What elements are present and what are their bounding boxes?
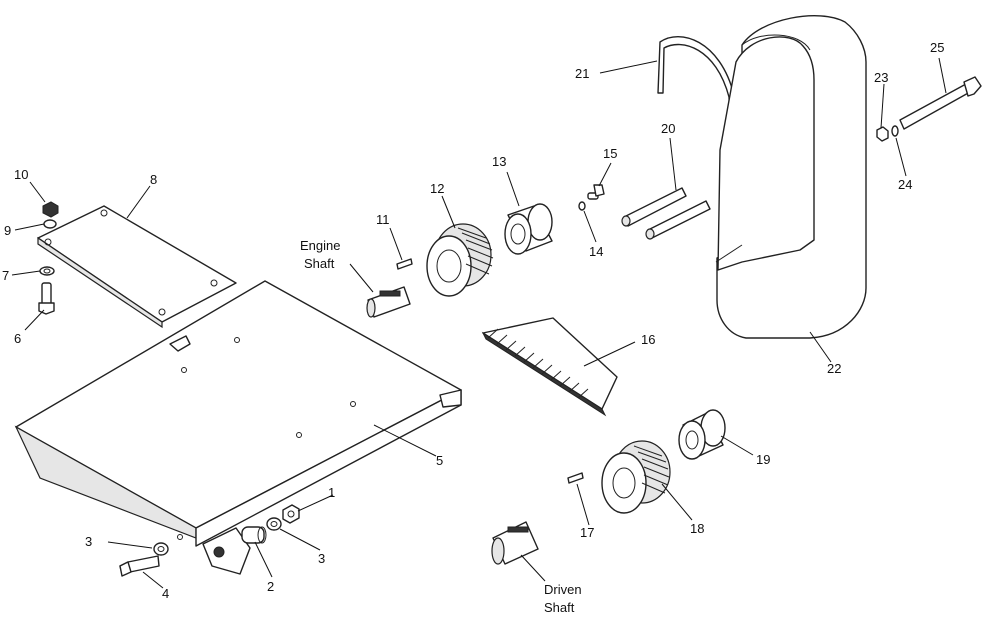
engine-shaft-label-line1: Engine bbox=[300, 238, 340, 253]
callout-22: 22 bbox=[827, 361, 841, 376]
callout-12: 12 bbox=[430, 181, 444, 196]
part-3-washer-left bbox=[153, 542, 169, 556]
part-20-bars bbox=[621, 187, 711, 240]
engine-shaft bbox=[366, 286, 411, 318]
part-7-washer bbox=[39, 266, 55, 276]
callout-7: 7 bbox=[2, 268, 9, 283]
driven-shaft-label-line1: Driven bbox=[544, 582, 582, 597]
callout-8: 8 bbox=[150, 172, 157, 187]
part-10-nut bbox=[42, 201, 59, 218]
part-24-washer bbox=[891, 125, 899, 137]
callout-24: 24 bbox=[898, 177, 912, 192]
callout-4: 4 bbox=[162, 586, 169, 601]
part-11-key bbox=[396, 258, 413, 270]
callout-25: 25 bbox=[930, 40, 944, 55]
callout-11: 11 bbox=[376, 212, 390, 227]
part-18-lower-pulley bbox=[601, 440, 671, 514]
part-5-base-bracket bbox=[14, 280, 462, 547]
part-2-bearing-bracket bbox=[202, 526, 267, 575]
callout-numbers: 1 2 3 3 4 5 6 7 8 9 10 11 12 13 14 15 16… bbox=[2, 40, 944, 601]
callout-9: 9 bbox=[4, 223, 11, 238]
shaft-labels: Engine Shaft Driven Shaft bbox=[300, 238, 582, 615]
part-14-washer bbox=[578, 201, 586, 211]
part-22-belt-guard bbox=[715, 15, 867, 339]
callout-10: 10 bbox=[14, 167, 28, 182]
part-8-top-plate bbox=[37, 205, 237, 329]
part-9-washer bbox=[43, 219, 57, 229]
callout-2: 2 bbox=[267, 579, 274, 594]
part-19-lower-bushing bbox=[678, 409, 726, 460]
callout-3: 3 bbox=[318, 551, 325, 566]
callout-23: 23 bbox=[874, 70, 888, 85]
part-17-key bbox=[567, 472, 584, 484]
driven-shaft bbox=[491, 521, 539, 565]
callout-3: 3 bbox=[85, 534, 92, 549]
callout-19: 19 bbox=[756, 452, 770, 467]
part-4-bolt bbox=[119, 555, 160, 577]
callout-20: 20 bbox=[661, 121, 675, 136]
callout-5: 5 bbox=[436, 453, 443, 468]
part-1-nut bbox=[282, 504, 300, 524]
driven-shaft-label-line2: Shaft bbox=[544, 600, 575, 615]
part-15-screw bbox=[587, 184, 605, 200]
part-12-upper-pulley bbox=[426, 223, 494, 297]
callout-18: 18 bbox=[690, 521, 704, 536]
callout-6: 6 bbox=[14, 331, 21, 346]
callout-15: 15 bbox=[603, 146, 617, 161]
callout-1: 1 bbox=[328, 485, 335, 500]
callout-21: 21 bbox=[575, 66, 589, 81]
leader-lines bbox=[11, 57, 947, 589]
callout-16: 16 bbox=[641, 332, 655, 347]
part-6-bolt bbox=[38, 282, 55, 315]
part-23-nut bbox=[876, 126, 889, 142]
part-3-washer-right bbox=[266, 517, 282, 531]
callout-13: 13 bbox=[492, 154, 506, 169]
callout-14: 14 bbox=[589, 244, 603, 259]
engine-shaft-label-line2: Shaft bbox=[304, 256, 335, 271]
part-16-belt bbox=[481, 317, 618, 417]
callout-17: 17 bbox=[580, 525, 594, 540]
part-13-upper-bushing bbox=[504, 203, 553, 255]
part-25-bolt bbox=[899, 76, 982, 130]
